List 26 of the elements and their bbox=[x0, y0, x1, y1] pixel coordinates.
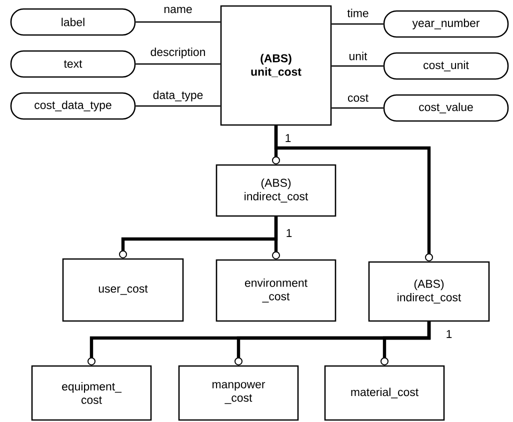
attribute-line bbox=[332, 65, 384, 67]
subtype-line bbox=[380, 322, 431, 366]
entity-box: material_cost bbox=[324, 365, 445, 421]
attribute-label: unit bbox=[350, 52, 368, 60]
entity-box: manpower _cost bbox=[178, 365, 299, 421]
entity-box: user_cost bbox=[62, 258, 184, 322]
attribute-line bbox=[332, 23, 384, 25]
attribute-label: name bbox=[164, 6, 192, 14]
attribute-label: data_type bbox=[153, 90, 203, 102]
subtype-line bbox=[272, 216, 280, 260]
subtype-line bbox=[274, 126, 433, 262]
entity-box: equipment_ cost bbox=[31, 365, 152, 421]
cardinality-number: 1 bbox=[286, 229, 292, 237]
cardinality-number: 1 bbox=[286, 134, 291, 142]
cardinality-number: 1 bbox=[446, 330, 452, 338]
entity-box: (ABS) unit_cost bbox=[220, 5, 332, 126]
attribute-line bbox=[136, 105, 220, 107]
attribute-label: description bbox=[150, 48, 205, 58]
attribute-line bbox=[136, 21, 220, 23]
attribute-line bbox=[332, 107, 384, 109]
attribute-label: time bbox=[347, 8, 368, 18]
attribute-line bbox=[136, 63, 220, 65]
entity-box: environment _cost bbox=[216, 259, 336, 322]
attribute-label: cost bbox=[348, 94, 368, 102]
entity-box: (ABS) indirect_cost bbox=[216, 164, 336, 217]
entity-box: (ABS) indirect_cost bbox=[368, 261, 490, 322]
